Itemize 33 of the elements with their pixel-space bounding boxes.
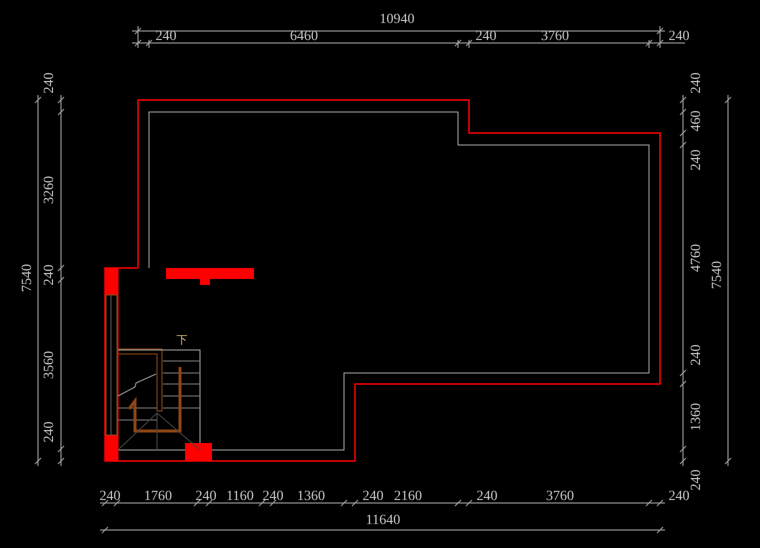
dimension-label: 3760 (541, 30, 569, 44)
dimension-label: 240 (476, 30, 496, 44)
dimension-label: 240 (196, 490, 216, 504)
dimension-label: 1360 (297, 490, 325, 504)
dimension-label: 240 (262, 490, 284, 504)
dimension-label: 240 (690, 72, 704, 94)
dimension-label: 240 (43, 422, 57, 442)
dimension-label: 240 (43, 264, 57, 286)
dimension-label: 10940 (380, 13, 414, 27)
dimension-label: 460 (690, 110, 704, 132)
dimension-label: 3760 (546, 490, 574, 504)
dimension-label: 240 (690, 344, 704, 366)
dimension-label: 240 (668, 30, 690, 44)
dimension-label: 6460 (290, 30, 318, 44)
dimension-label: 1760 (144, 490, 172, 504)
dimension-label: 2160 (394, 490, 422, 504)
dimension-label: 4760 (690, 244, 704, 272)
dimension-label: 3560 (43, 351, 57, 379)
dimension-label: 240 (362, 490, 384, 504)
dimension-label: 240 (43, 72, 57, 94)
dimension-label: 3260 (43, 176, 57, 204)
dimension-label: 240 (476, 490, 498, 504)
dimension-label: 11640 (366, 514, 400, 528)
dimension-label: 240 (690, 150, 704, 170)
dimension-label: 7540 (711, 261, 725, 289)
dimension-label: 1360 (690, 403, 704, 431)
dimension-label: 240 (100, 490, 120, 504)
stair-direction-label: 下 (176, 336, 188, 346)
dimension-label: 1160 (226, 490, 254, 504)
dimension-label: 7540 (21, 264, 35, 292)
dimension-label: 240 (668, 490, 690, 504)
dimension-label: 240 (156, 30, 176, 44)
dimension-label: 240 (690, 470, 704, 490)
